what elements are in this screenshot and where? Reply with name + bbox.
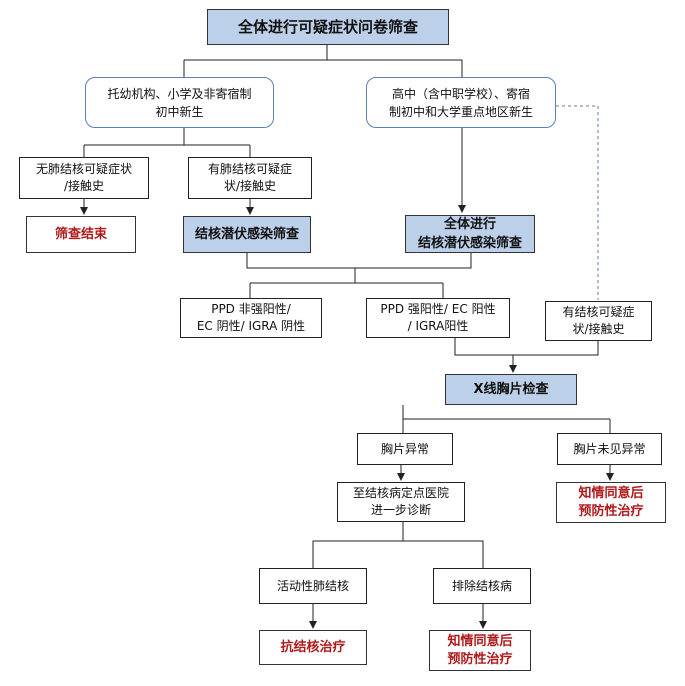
connector-dashed [556, 105, 599, 300]
has-symptom-node: 有肺结核可疑症 状/接触史 [188, 157, 312, 199]
tb-symptom-node: 有结核可疑症 状/接触史 [545, 301, 652, 341]
connector-start [183, 44, 463, 78]
all-latent-screen-node: 全体进行 结核潜伏感染筛查 [405, 215, 535, 253]
connector-merge [246, 253, 472, 298]
latent-screen-node: 结核潜伏感染筛查 [183, 216, 311, 253]
ppd-positive-node: PPD 强阳性/ EC 阳性 / IGRA阳性 [366, 298, 510, 338]
start-node: 全体进行可疑症状问卷筛查 [207, 9, 449, 45]
active-tb-node: 活动性肺结核 [259, 568, 367, 604]
connector-xray [402, 405, 611, 433]
preventive-therapy-node-2: 知情同意后 预防性治疗 [429, 630, 531, 671]
preventive-therapy-node-1: 知情同意后 预防性治疗 [556, 482, 666, 523]
anti-tb-therapy-node: 抗结核治疗 [259, 630, 367, 665]
tb-excluded-node: 排除结核病 [433, 568, 531, 604]
connector-diagnosis [312, 522, 484, 568]
group-a-node: 托幼机构、小学及非寄宿制 初中新生 [85, 77, 274, 128]
screen-end-node: 筛查结束 [26, 216, 136, 253]
group-b-node: 高中（含中职学校）、寄宿 制初中和大学重点地区新生 [366, 77, 556, 128]
connector-symptom-xray [513, 341, 599, 356]
xray-normal-node: 胸片未见异常 [557, 433, 662, 465]
ppd-negative-node: PPD 非强阳性/ EC 阴性/ IGRA 阴性 [180, 298, 322, 338]
xray-abnormal-node: 胸片异常 [357, 433, 453, 465]
no-symptom-node: 无肺结核可疑症状 /接触史 [19, 157, 149, 199]
referral-node: 至结核病定点医院 进一步诊断 [337, 482, 465, 522]
xray-node: X线胸片检查 [445, 374, 577, 405]
connector-ppd-xray [454, 338, 517, 373]
connector-group-a [83, 128, 251, 158]
